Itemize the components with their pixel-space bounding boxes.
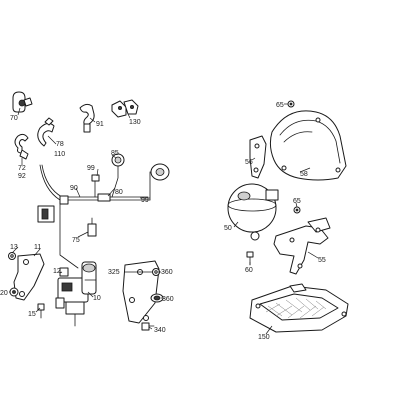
shield-part-150: [249, 283, 349, 333]
callout-90: 90: [70, 185, 78, 192]
callout-85: 85: [111, 150, 119, 157]
clip-part-70: [12, 91, 33, 113]
callout-99-top: 99: [87, 165, 95, 172]
callout-55: 55: [318, 257, 326, 264]
callout-360-top: 360: [161, 269, 173, 276]
callout-360-bottom: 360: [162, 296, 174, 303]
pump-unit-part-10: [55, 261, 97, 327]
callout-56: 56: [245, 159, 253, 166]
callout-12: 12: [53, 268, 61, 275]
callout-13: 13: [10, 244, 18, 251]
callout-50: 50: [224, 225, 232, 232]
callout-65-middle: 65: [293, 198, 301, 205]
callout-65-top: 65: [276, 102, 284, 109]
nut-part-340: [141, 322, 155, 331]
callout-325: 325: [108, 269, 120, 276]
round-sensor-part: [150, 163, 170, 181]
clip-part-91: [79, 103, 95, 133]
bracket-part-360: [122, 260, 160, 324]
bracket-part-11: [13, 253, 45, 301]
callout-70: 70: [10, 115, 18, 122]
bracket-part-55: [273, 217, 331, 275]
grommet-part-360: [150, 293, 164, 303]
cover-plate-part-58: [269, 110, 347, 181]
clip-part-72: [14, 133, 29, 160]
callout-75: 75: [72, 237, 80, 244]
callout-72: 72: [18, 165, 26, 172]
leader-lines: [9, 103, 319, 335]
plug-part-75: [87, 217, 97, 237]
callout-110: 110: [54, 151, 65, 158]
bolt-part-15: [37, 303, 45, 319]
callout-11: 11: [34, 244, 41, 251]
callout-20: 20: [0, 290, 8, 297]
clip-part-130: [111, 99, 139, 118]
harness-connector-80: [91, 174, 111, 202]
callout-340: 340: [154, 327, 166, 334]
callout-58: 58: [300, 171, 308, 178]
callout-150: 150: [258, 334, 270, 341]
bolt-part-65-middle: [293, 206, 301, 214]
callout-78: 78: [56, 141, 64, 148]
bracket-part-56: [249, 135, 267, 179]
callout-92: 92: [18, 173, 26, 180]
callout-130: 130: [129, 119, 141, 126]
harness-connector-90: [37, 195, 69, 223]
callout-80: 80: [115, 189, 123, 196]
nut-part-20: [9, 287, 19, 297]
clip-part-78: [37, 117, 55, 147]
callout-15: 15: [28, 311, 36, 318]
callout-60: 60: [245, 267, 253, 274]
bolt-part-65-top: [287, 100, 295, 108]
washer-part-13: [8, 252, 16, 260]
callout-10: 10: [93, 295, 101, 302]
callout-99-right: 99: [141, 197, 149, 204]
connector-part-12: [59, 267, 69, 277]
callout-91: 91: [96, 121, 104, 128]
callout-labels: 70 78 110 91 130 72 92 85 99 90 80 99 75…: [0, 102, 326, 341]
pressure-sphere-part-50: [227, 183, 279, 241]
